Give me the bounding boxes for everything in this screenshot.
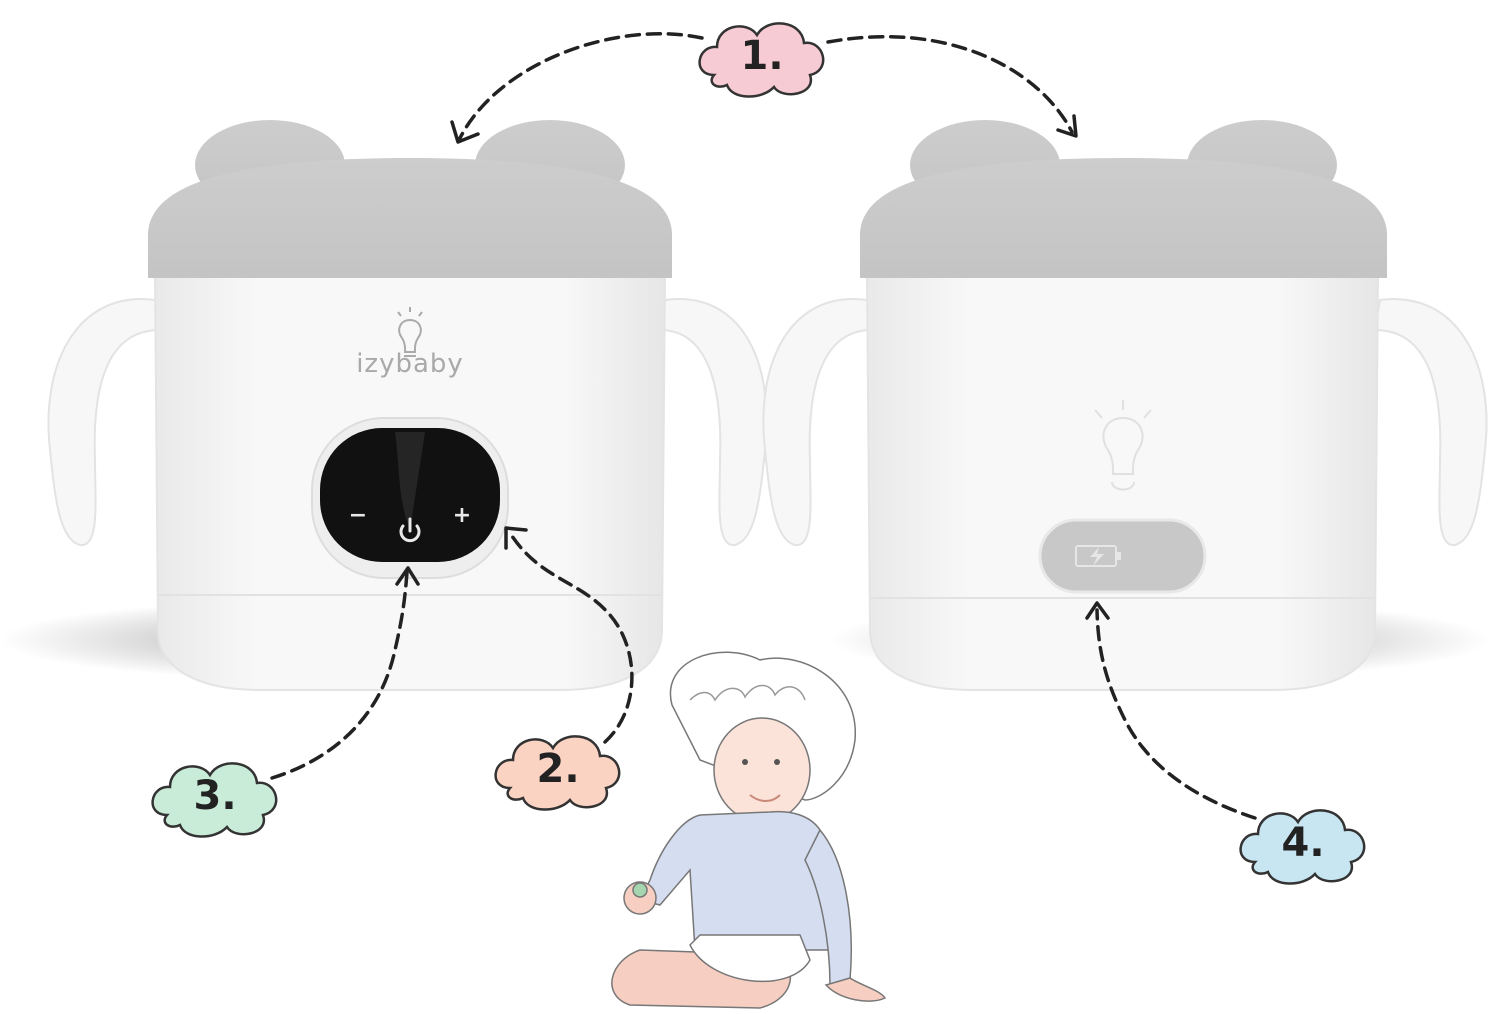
baby-illustration <box>612 652 885 1008</box>
eye-right <box>774 759 780 765</box>
callout-label: 2. <box>536 746 579 792</box>
callout-3: 3. <box>153 763 277 836</box>
callout-1: 1. <box>700 23 824 96</box>
arrow-1-left <box>460 34 702 138</box>
right-handle <box>1375 299 1487 545</box>
arrow-1-right <box>828 37 1072 132</box>
callout-label: 1. <box>740 33 783 79</box>
lid <box>860 158 1387 278</box>
warmer-back-view <box>763 120 1490 690</box>
left-handle <box>763 299 872 545</box>
control-panel: − + <box>312 418 508 578</box>
callout-4: 4. <box>1241 810 1365 883</box>
shirt <box>640 812 836 950</box>
callout-label: 3. <box>193 773 236 819</box>
plus-button[interactable]: + <box>453 503 471 528</box>
brand-name: izybaby <box>356 349 464 379</box>
charging-port[interactable] <box>1040 520 1205 592</box>
lid <box>148 158 672 278</box>
toy <box>633 883 647 897</box>
callout-2: 2. <box>496 736 620 809</box>
charge-pill <box>1040 520 1205 592</box>
eye-left <box>742 759 748 765</box>
warmer-body <box>867 275 1378 690</box>
minus-button[interactable]: − <box>349 503 367 528</box>
left-handle <box>48 299 160 545</box>
right-handle <box>660 299 767 545</box>
arrowhead-1-left <box>452 122 478 142</box>
warmer-front-view: izybaby − + <box>0 120 767 690</box>
face <box>714 718 810 822</box>
callout-label: 4. <box>1281 820 1324 866</box>
